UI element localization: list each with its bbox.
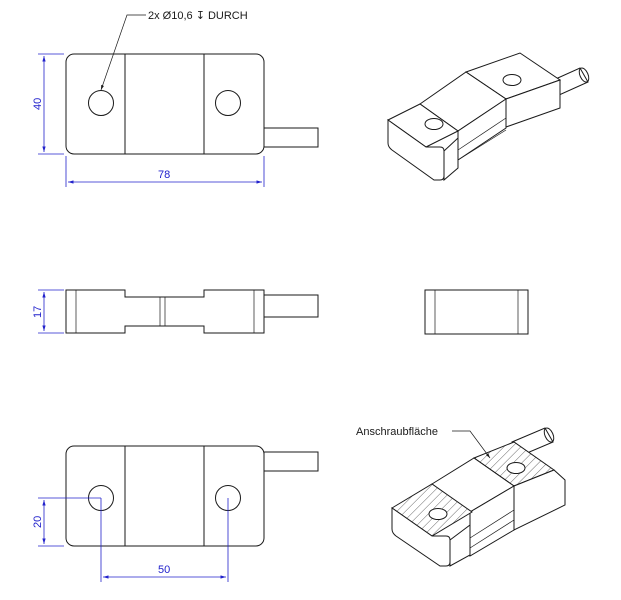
mounting-hole-right [215,90,241,116]
dimension-side-height-label: 17 [32,306,44,318]
bottom-body-outline [65,445,265,547]
mounting-surface-label: Anschraubfläche [356,426,438,438]
sensor-body-outline [65,53,265,155]
dimension-height-label: 40 [32,98,44,110]
cable-stub [263,127,319,148]
top-view: 2x Ø10,6 ↧ DURCH 40 78 [32,10,319,187]
bottom-view: 20 50 [32,445,319,582]
side-cable-stub [263,294,319,318]
end-view-outline [424,289,529,335]
hole-note-leader [100,14,146,91]
isometric-view-bottom: Anschraubfläche [356,426,566,567]
dimension-length-label: 78 [158,169,170,181]
dimension-offset-label: 20 [32,516,44,528]
isometric-view-top [387,52,590,182]
dimension-spacing-label: 50 [158,564,170,576]
side-view: 17 [32,289,319,334]
mounting-surface-leader [452,430,491,459]
end-view [424,289,529,335]
hole-note-text: 2x Ø10,6 ↧ DURCH [148,10,248,22]
mounting-hole-left [88,90,114,116]
